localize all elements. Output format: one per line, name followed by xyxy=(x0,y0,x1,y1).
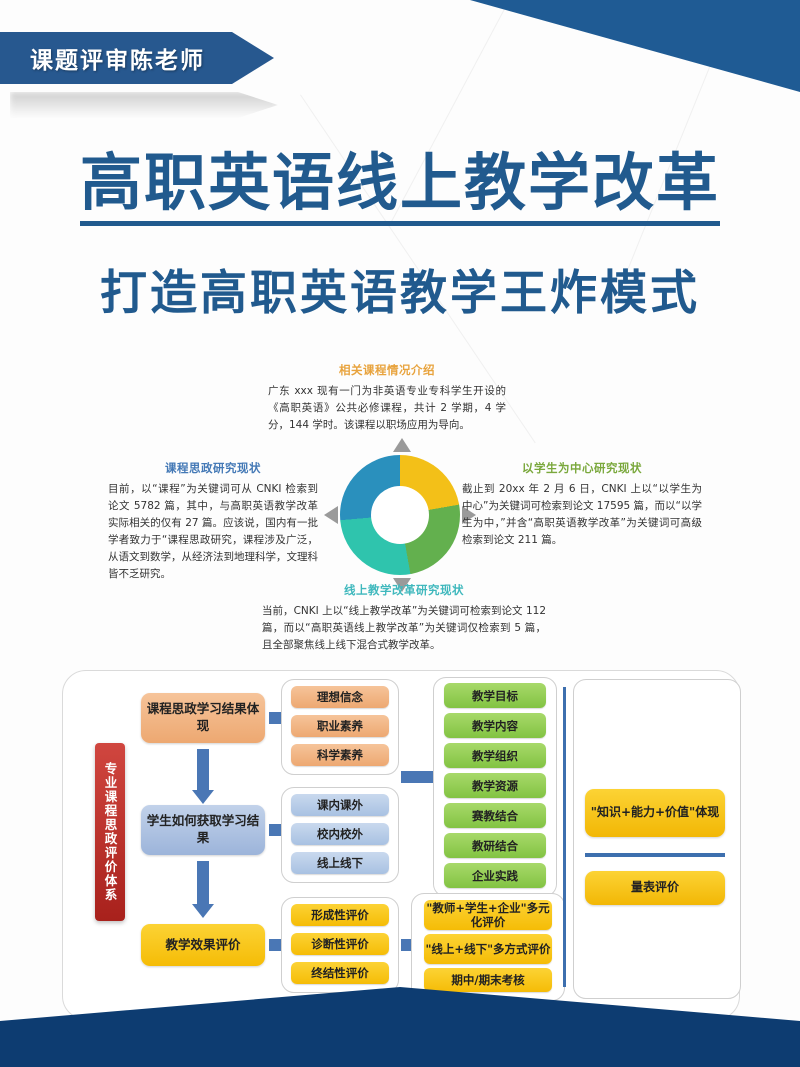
headline-zone: 高职英语线上教学改革 打造高职英语教学王炸模式 xyxy=(0,150,800,323)
flowchart-container: 专业课程思政评价体系 课程思政学习结果体现 学生如何获取学习结果 教学效果评价 … xyxy=(62,670,741,1020)
ribbon-shape: 课题评审陈老师 xyxy=(0,32,274,84)
chip-teaching-1[interactable]: 教学内容 xyxy=(444,713,546,738)
research-heading-left: 课程思政研究现状 xyxy=(165,461,261,475)
result-box-scale[interactable]: 量表评价 xyxy=(585,871,725,905)
donut-marker-right-icon xyxy=(462,506,476,524)
page-subtitle: 打造高职英语教学王炸模式 xyxy=(100,266,700,322)
chip-multi-1[interactable]: "线上+线下"多方式评价 xyxy=(424,934,552,964)
flow-node-outcome[interactable]: 课程思政学习结果体现 xyxy=(141,693,265,743)
flow-arrow-down-2 xyxy=(192,861,214,918)
chip-teaching-3[interactable]: 教学资源 xyxy=(444,773,546,798)
research-body-right: 截止到 20xx 年 2 月 6 日，CNKI 上以“以学生为中心”为关键词可检… xyxy=(462,483,702,546)
research-block-bottom: 线上教学改革研究现状 当前，CNKI 上以“线上教学改革”为关键词可检索到论文 … xyxy=(262,582,546,654)
flow-group-teaching: 教学目标 教学内容 教学组织 教学资源 赛教结合 教研结合 企业实践 xyxy=(433,677,557,897)
banner-ribbon: 课题评审陈老师 xyxy=(0,32,280,118)
chip-channel-2[interactable]: 线上线下 xyxy=(291,852,389,874)
research-block-left: 课程思政研究现状 目前，以“课程”为关键词可从 CNKI 检索到论文 5782 … xyxy=(108,460,318,583)
chip-multi-2[interactable]: 期中/期末考核 xyxy=(424,968,552,992)
research-block-top: 相关课程情况介绍 广东 xxx 现有一门为非英语专业专科学生开设的《高职英语》公… xyxy=(268,362,506,434)
flow-group-result xyxy=(573,679,741,999)
chip-teaching-0[interactable]: 教学目标 xyxy=(444,683,546,708)
research-block-right: 以学生为中心研究现状 截止到 20xx 年 2 月 6 日，CNKI 上以“以学… xyxy=(462,460,702,549)
corner-triangle-decoration xyxy=(470,0,800,92)
research-heading-bottom: 线上教学改革研究现状 xyxy=(344,583,464,597)
research-heading-right: 以学生为中心研究现状 xyxy=(522,461,642,475)
research-body-left: 目前，以“课程”为关键词可从 CNKI 检索到论文 5782 篇，其中，与高职英… xyxy=(108,483,318,580)
flow-node-acquisition[interactable]: 学生如何获取学习结果 xyxy=(141,805,265,855)
research-body-bottom: 当前，CNKI 上以“线上教学改革”为关键词可检索到论文 112 篇，而以“高职… xyxy=(262,605,546,651)
chip-teaching-2[interactable]: 教学组织 xyxy=(444,743,546,768)
flowchart-vertical-banner: 专业课程思政评价体系 xyxy=(95,743,125,921)
chip-channel-1[interactable]: 校内校外 xyxy=(291,823,389,845)
chip-teaching-4[interactable]: 赛教结合 xyxy=(444,803,546,828)
flow-divider-vertical xyxy=(563,687,566,987)
flow-group-outcome: 理想信念 职业素养 科学素养 xyxy=(281,679,399,775)
donut-marker-up-icon xyxy=(393,438,411,452)
chip-outcome-2[interactable]: 科学素养 xyxy=(291,744,389,766)
banner-label: 课题评审陈老师 xyxy=(30,47,205,74)
chip-multi-0[interactable]: "教师+学生+企业"多元化评价 xyxy=(424,900,552,930)
donut-chart xyxy=(340,455,460,575)
flow-group-evaluation: 形成性评价 诊断性评价 终结性评价 xyxy=(281,897,399,993)
chip-outcome-1[interactable]: 职业素养 xyxy=(291,715,389,737)
chip-teaching-5[interactable]: 教研结合 xyxy=(444,833,546,858)
page-title: 高职英语线上教学改革 xyxy=(79,150,720,227)
flow-arrow-down-1 xyxy=(192,749,214,804)
flow-divider-horizontal xyxy=(585,853,725,857)
chip-evaluation-2[interactable]: 终结性评价 xyxy=(291,962,389,984)
chip-evaluation-0[interactable]: 形成性评价 xyxy=(291,904,389,926)
flow-group-multi: "教师+学生+企业"多元化评价 "线上+线下"多方式评价 期中/期末考核 xyxy=(411,893,565,1001)
donut-marker-down-icon xyxy=(393,578,411,592)
research-body-top: 广东 xxx 现有一门为非英语专业专科学生开设的《高职英语》公共必修课程，共计 … xyxy=(268,385,506,431)
donut-marker-left-icon xyxy=(324,506,338,524)
research-heading-top: 相关课程情况介绍 xyxy=(339,363,435,377)
flow-node-evaluation[interactable]: 教学效果评价 xyxy=(141,924,265,966)
flow-group-channel: 课内课外 校内校外 线上线下 xyxy=(281,787,399,883)
chip-channel-0[interactable]: 课内课外 xyxy=(291,794,389,816)
chip-outcome-0[interactable]: 理想信念 xyxy=(291,686,389,708)
chip-teaching-6[interactable]: 企业实践 xyxy=(444,863,546,888)
result-box-knowledge[interactable]: "知识+能力+价值"体现 xyxy=(585,789,725,837)
ribbon-shadow xyxy=(10,92,278,118)
chip-evaluation-1[interactable]: 诊断性评价 xyxy=(291,933,389,955)
